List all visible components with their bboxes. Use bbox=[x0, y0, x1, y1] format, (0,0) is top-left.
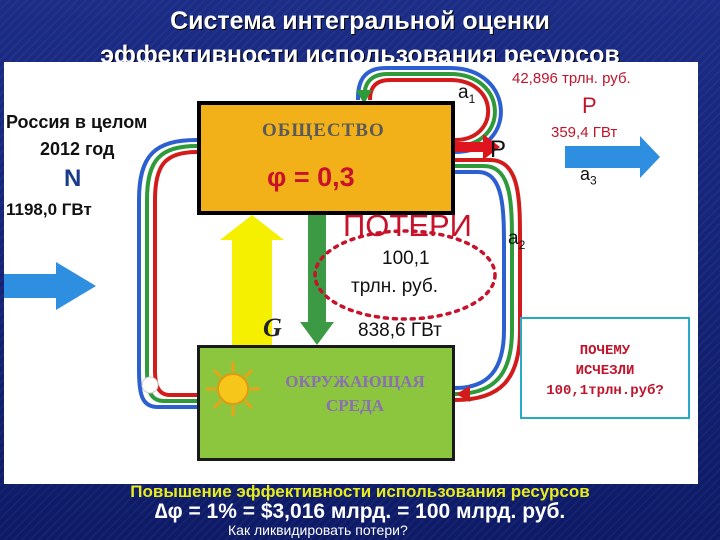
phi-value: φ = 0,3 bbox=[267, 162, 355, 192]
losses-value: 100,1 bbox=[382, 248, 430, 269]
up-flow-bar bbox=[232, 240, 272, 345]
input-power: 1198,0 ГВт bbox=[6, 200, 92, 219]
losses-title: ПОТЕРИ bbox=[343, 208, 472, 243]
g-label: G bbox=[263, 313, 282, 342]
down-flow-bar bbox=[308, 215, 326, 325]
question-box: ПОЧЕМУ ИСЧЕЗЛИ 100,1трлн.руб? bbox=[520, 317, 690, 419]
footer-formula: ∆φ = 1% = $3,016 млрд. = 100 млрд. руб. bbox=[154, 500, 566, 523]
a1-label: a1 bbox=[458, 82, 476, 106]
loop-right-red bbox=[454, 158, 522, 402]
society-box bbox=[197, 101, 455, 215]
a2-label: a2 bbox=[508, 228, 526, 252]
arrow-right-icon bbox=[640, 136, 660, 178]
loop-left-red bbox=[153, 150, 198, 397]
footer-question: Как ликвидировать потери? bbox=[228, 522, 408, 538]
input-arrow-bar bbox=[4, 274, 56, 298]
power-838: 838,6 ГВт bbox=[358, 320, 442, 341]
losses-unit: трлн. руб. bbox=[351, 276, 438, 297]
arrow-left-icon bbox=[456, 386, 470, 402]
environment-line2: СРЕДА bbox=[326, 396, 384, 415]
environment-box bbox=[197, 345, 455, 461]
russia-label: Россия в целом bbox=[6, 112, 148, 132]
p-right-label: P bbox=[582, 93, 597, 118]
output-bar-red bbox=[455, 142, 483, 152]
environment-label: ОКРУЖАЮЩАЯ СРЕДА bbox=[265, 370, 445, 418]
loop-node bbox=[141, 376, 159, 394]
environment-line1: ОКРУЖАЮЩАЯ bbox=[285, 372, 425, 391]
loop-top-green bbox=[362, 72, 497, 148]
loop-left-green bbox=[145, 144, 198, 403]
arrow-down-icon bbox=[300, 322, 334, 345]
p-left-label: P bbox=[490, 136, 507, 163]
power-right: 359,4 ГВт bbox=[551, 124, 618, 141]
year-label: 2012 год bbox=[40, 139, 115, 159]
slide-title-line1: Система интегральной оценки bbox=[170, 7, 550, 35]
footer-subtitle: Повышение эффективности использования ре… bbox=[130, 482, 590, 501]
arrow-down-icon bbox=[356, 90, 372, 104]
loop-right-blue bbox=[454, 170, 506, 390]
question-line3: 100,1трлн.руб? bbox=[546, 383, 664, 399]
society-label: ОБЩЕСТВО bbox=[262, 120, 385, 141]
losses-ellipse bbox=[313, 229, 497, 321]
arrow-right-icon bbox=[56, 262, 96, 310]
sun-icon bbox=[206, 362, 260, 416]
loop-right-green bbox=[454, 164, 514, 396]
question-line1: ПОЧЕМУ bbox=[579, 343, 631, 359]
value-trln: 42,896 трлн. руб. bbox=[512, 70, 631, 87]
arrow-right-icon bbox=[483, 134, 500, 160]
loop-left-blue bbox=[137, 138, 198, 409]
n-symbol: N bbox=[64, 165, 82, 192]
arrow-up-icon bbox=[220, 215, 284, 240]
question-line2: ИСЧЕЗЛИ bbox=[575, 363, 635, 379]
output-arrow-bar bbox=[565, 146, 640, 168]
a3-label: a3 bbox=[580, 164, 597, 188]
